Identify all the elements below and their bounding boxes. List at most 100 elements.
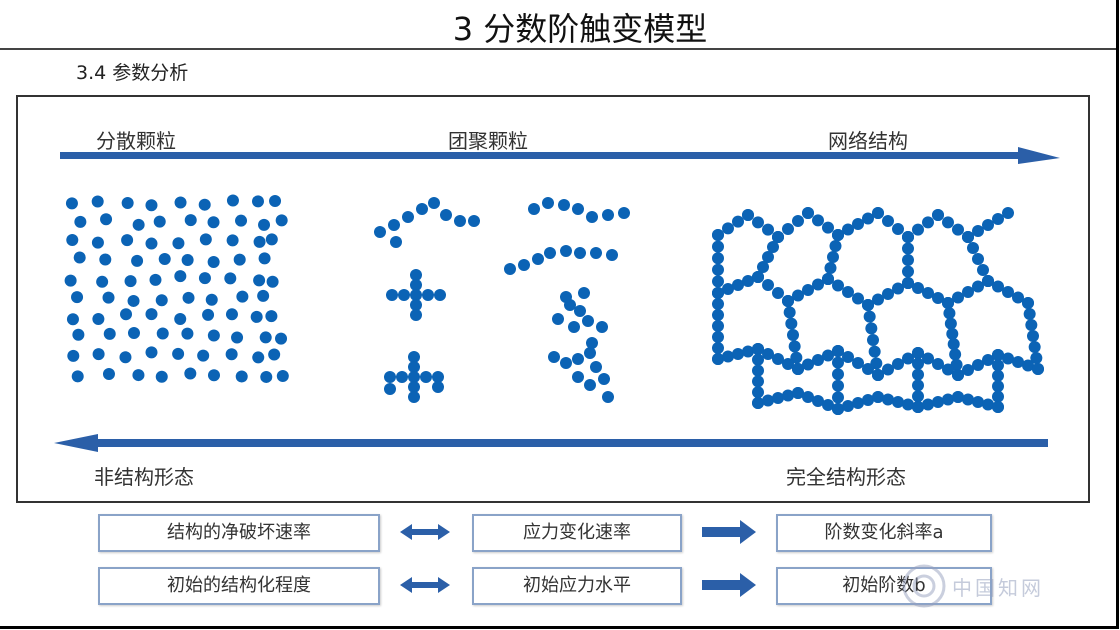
particle — [932, 292, 944, 304]
cnki-logo-icon — [902, 564, 946, 608]
particle — [842, 400, 854, 412]
particle — [528, 203, 540, 215]
particle — [202, 308, 215, 321]
particle — [259, 331, 272, 344]
particle — [388, 219, 400, 231]
particle — [902, 277, 914, 289]
particle — [145, 308, 158, 321]
particle — [121, 197, 134, 210]
particle — [932, 396, 944, 408]
particle — [265, 233, 278, 246]
particle — [912, 401, 924, 413]
particle — [967, 242, 979, 254]
particle — [396, 371, 408, 383]
particle — [912, 347, 924, 359]
slide-title: 3 分数阶触变模型 — [452, 10, 708, 48]
particle — [231, 331, 244, 344]
particle — [572, 353, 584, 365]
particle — [422, 289, 434, 301]
particle — [982, 398, 994, 411]
label-agglomerated: 团聚颗粒 — [448, 129, 528, 153]
particle — [71, 291, 84, 304]
structure-diagram: 分散颗粒 团聚颗粒 网络结构 非结构形态 完全结构形态 — [16, 95, 1090, 503]
particle — [812, 278, 824, 291]
particle — [121, 234, 134, 247]
particle — [882, 393, 894, 406]
particle — [132, 369, 145, 382]
particle — [942, 393, 954, 406]
particle — [266, 275, 279, 288]
particle — [782, 295, 794, 307]
particle — [275, 332, 288, 345]
particle — [827, 251, 839, 263]
particle — [132, 218, 145, 231]
particle — [410, 289, 422, 301]
particle — [792, 363, 804, 375]
particle — [181, 253, 194, 266]
particle — [977, 264, 989, 276]
particle — [942, 216, 954, 229]
particle — [269, 194, 282, 207]
particle — [276, 369, 289, 382]
particle — [962, 364, 974, 376]
particle — [548, 351, 560, 363]
particle — [598, 373, 610, 385]
particle — [832, 345, 844, 357]
particle — [802, 207, 814, 219]
particle — [792, 289, 804, 302]
particle — [862, 299, 874, 311]
particle — [865, 322, 878, 335]
particle — [842, 351, 854, 363]
particle — [982, 275, 994, 287]
particle — [972, 359, 984, 371]
particle — [892, 223, 904, 235]
particle — [428, 197, 440, 209]
box-structure-break-rate: 结构的净破坏速率 — [98, 514, 380, 552]
particle — [199, 233, 212, 246]
particle — [712, 252, 724, 265]
particle — [606, 249, 618, 261]
box-stress-change-rate: 应力变化速率 — [472, 514, 682, 552]
particle — [912, 223, 924, 236]
label-unstructured: 非结构形态 — [94, 465, 194, 489]
particle — [732, 215, 744, 228]
particle — [172, 237, 185, 250]
particle — [251, 195, 264, 208]
particle — [742, 209, 754, 221]
particle — [772, 231, 784, 243]
particle — [862, 363, 874, 375]
particle — [712, 309, 724, 321]
particle — [72, 328, 85, 341]
right-arrow-icon — [702, 520, 756, 544]
particle — [590, 247, 602, 259]
particle — [153, 215, 166, 228]
particle — [742, 345, 754, 358]
particle — [962, 231, 974, 243]
particle — [947, 338, 960, 351]
particle — [66, 313, 79, 326]
particle — [225, 348, 238, 361]
particle — [932, 358, 944, 370]
particle — [782, 389, 794, 402]
particle — [252, 351, 265, 364]
particle — [572, 371, 584, 383]
particle — [952, 369, 964, 381]
particle — [518, 259, 530, 271]
particle — [752, 364, 764, 377]
particle — [398, 289, 410, 301]
particle — [782, 223, 794, 235]
particle — [408, 371, 420, 383]
particle — [992, 349, 1004, 361]
particle — [872, 391, 884, 403]
particle — [174, 196, 187, 209]
particle — [226, 194, 239, 207]
particle — [207, 329, 220, 342]
particle — [792, 215, 804, 227]
particle — [852, 292, 864, 305]
particle — [586, 337, 598, 349]
particle — [767, 241, 779, 253]
particle — [265, 310, 278, 323]
particle — [560, 357, 572, 369]
particle — [374, 226, 386, 238]
particle — [922, 287, 934, 299]
